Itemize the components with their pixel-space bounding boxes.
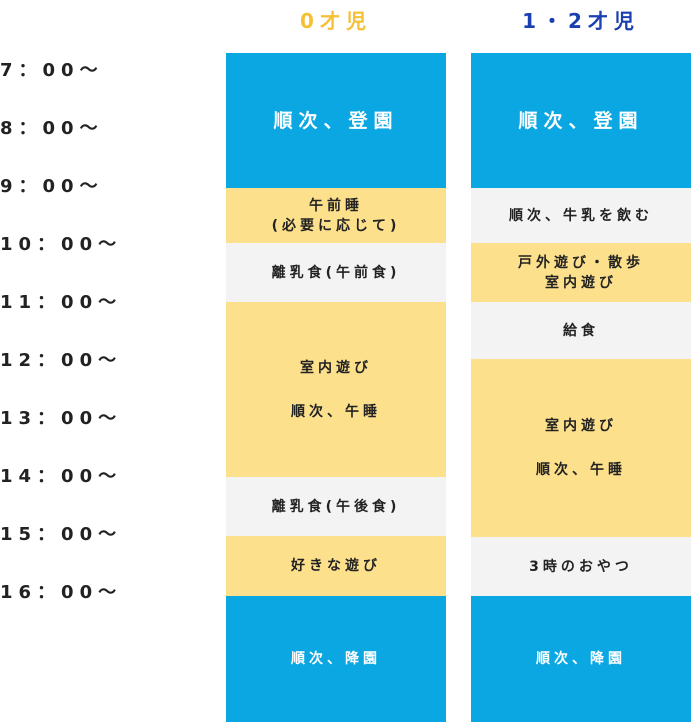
block-text: 好きな遊び bbox=[291, 558, 381, 574]
block-text: 室内遊び bbox=[545, 418, 617, 434]
block-snack: 3時のおやつ bbox=[471, 537, 691, 596]
time-label: 9：00～ bbox=[0, 176, 104, 197]
time-label: 11：00～ bbox=[0, 292, 123, 313]
block-text: 順次、牛乳を飲む bbox=[509, 207, 653, 224]
block-text: 給食 bbox=[563, 322, 599, 339]
block-text: 午前睡 bbox=[309, 197, 363, 214]
block-indoor-play-nap: 室内遊び 順次、午睡 bbox=[471, 359, 691, 537]
block-text: 順次、登園 bbox=[518, 109, 644, 132]
block-milk: 順次、牛乳を飲む bbox=[471, 188, 691, 243]
time-label: 10：00～ bbox=[0, 234, 123, 255]
block-arrival: 順次、登園 bbox=[226, 53, 446, 188]
block-text: 順次、登園 bbox=[273, 109, 399, 132]
block-text: 室内遊び bbox=[300, 359, 372, 376]
block-text: 順次、午睡 bbox=[536, 462, 626, 478]
block-outdoor-play: 戸外遊び・散歩 室内遊び bbox=[471, 243, 691, 302]
block-lunch: 給食 bbox=[471, 302, 691, 359]
block-indoor-play-nap: 室内遊び 順次、午睡 bbox=[226, 302, 446, 477]
block-morning-nap: 午前睡 (必要に応じて) bbox=[226, 188, 446, 243]
block-departure: 順次、降園 bbox=[226, 596, 446, 722]
block-arrival: 順次、登園 bbox=[471, 53, 691, 188]
block-departure: 順次、降園 bbox=[471, 596, 691, 722]
time-label: 15：00～ bbox=[0, 524, 123, 545]
time-label: 8：00～ bbox=[0, 118, 104, 139]
block-text: 順次、降園 bbox=[536, 651, 626, 667]
time-label: 12：00～ bbox=[0, 350, 123, 371]
time-label: 7：00～ bbox=[0, 60, 104, 81]
block-text: 順次、降園 bbox=[291, 651, 381, 667]
block-text: (必要に応じて) bbox=[271, 217, 401, 234]
block-baby-food-pm: 離乳食(午後食) bbox=[226, 477, 446, 536]
header-age-1-2: 1・2才児 bbox=[522, 9, 640, 33]
block-free-play: 好きな遊び bbox=[226, 536, 446, 596]
block-text: 3時のおやつ bbox=[529, 558, 633, 575]
block-text: 戸外遊び・散歩 bbox=[518, 254, 644, 271]
header-age-0: 0才児 bbox=[300, 9, 372, 33]
block-text: 順次、午睡 bbox=[291, 403, 381, 420]
block-text: 離乳食(午後食) bbox=[271, 498, 401, 515]
block-baby-food-am: 離乳食(午前食) bbox=[226, 243, 446, 302]
time-label: 16：00～ bbox=[0, 582, 123, 603]
time-label: 14：00～ bbox=[0, 466, 123, 487]
block-text: 離乳食(午前食) bbox=[271, 264, 401, 281]
block-text: 室内遊び bbox=[545, 274, 617, 291]
time-label: 13：00～ bbox=[0, 408, 123, 429]
